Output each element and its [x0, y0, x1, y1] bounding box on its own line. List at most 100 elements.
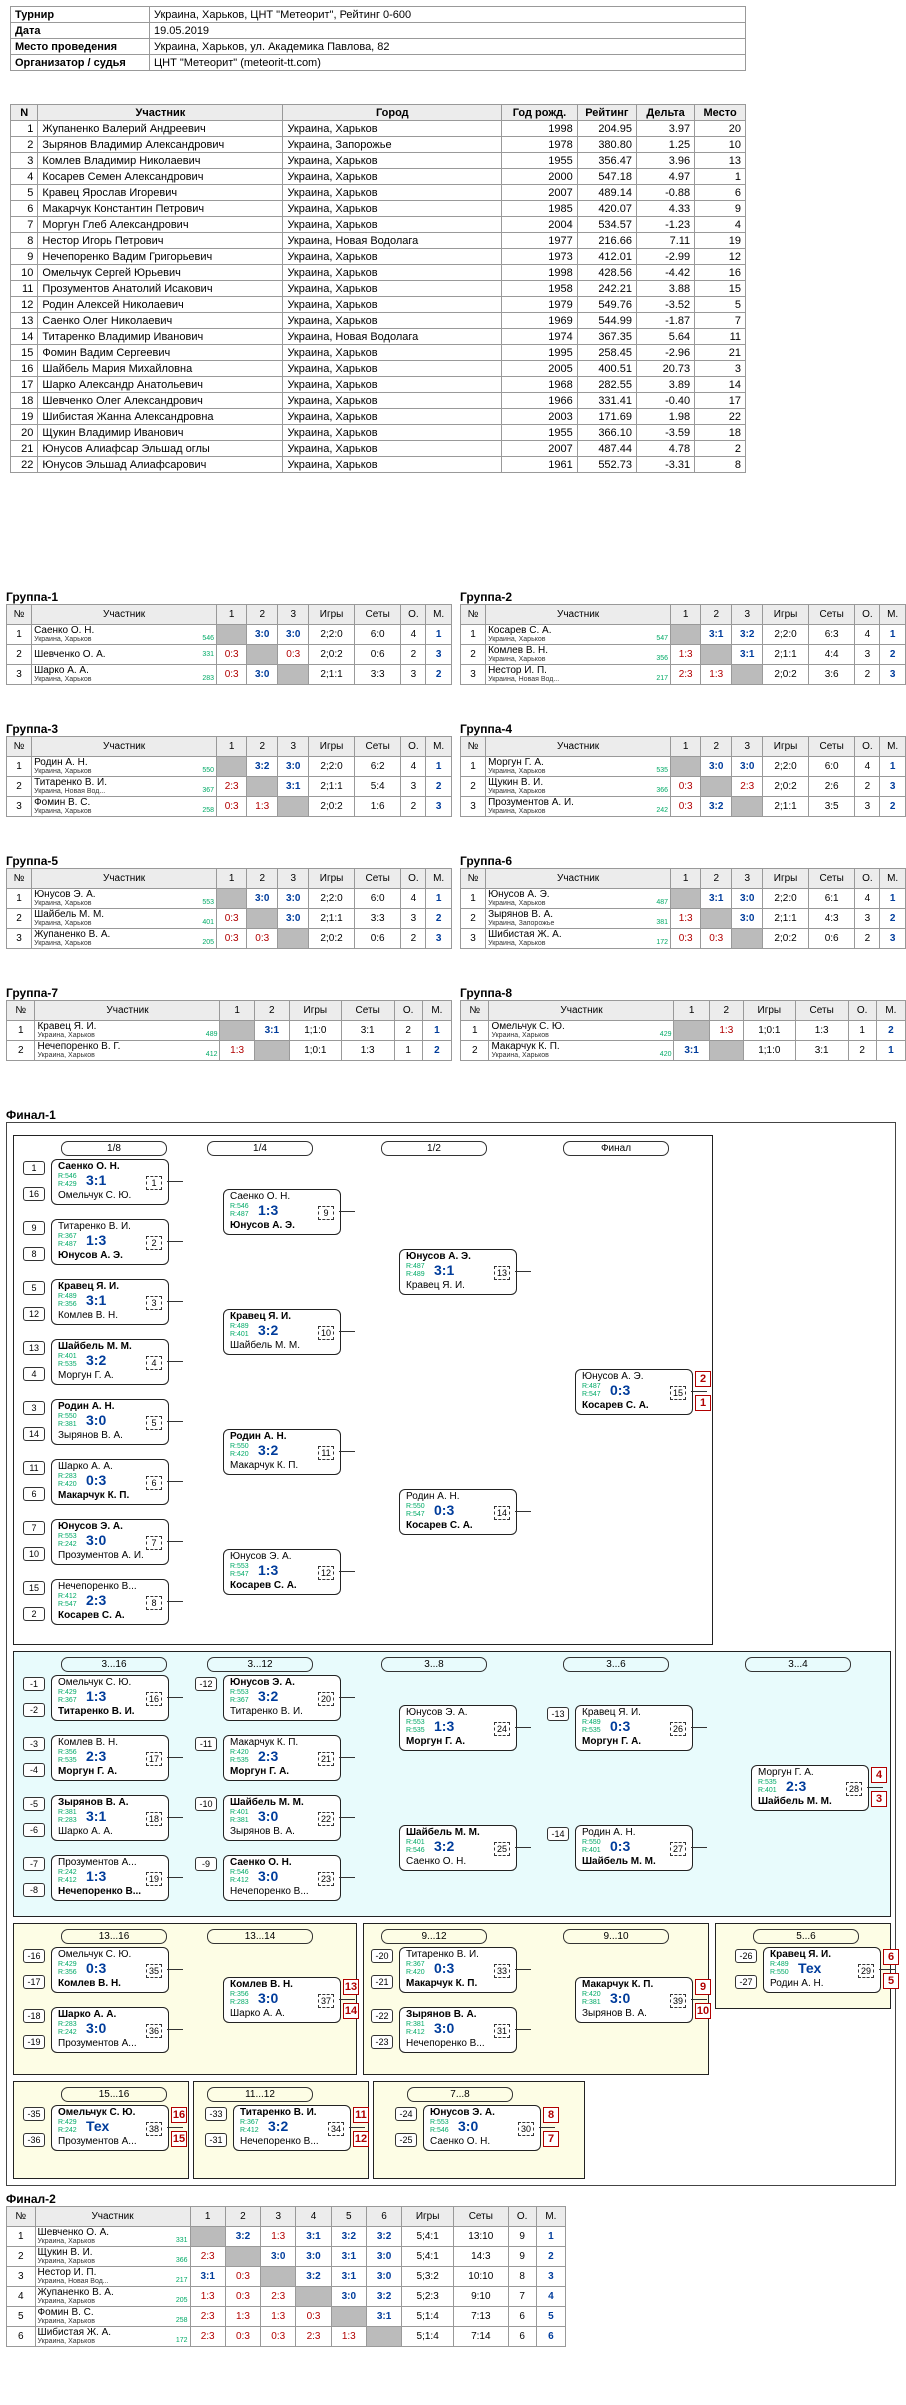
player-name: Макарчук К. П. — [491, 1040, 560, 1052]
group-points: 2 — [400, 796, 427, 817]
group-n: 2 — [5, 644, 33, 665]
match-rating-2: R:401 — [758, 1787, 777, 1794]
seed-2: 2 — [23, 1607, 45, 1621]
group-sets: 5:4 — [353, 776, 402, 797]
group-place: 3 — [879, 928, 906, 949]
player-cell: 1961 — [501, 456, 578, 473]
player-rating: 487 — [656, 898, 669, 906]
match-rating-1: R:546 — [58, 1173, 77, 1180]
score-cell: 2:3 — [295, 2326, 332, 2347]
match-number: 37 — [318, 1994, 334, 2008]
group-header: О. — [854, 868, 881, 889]
group-header: Участник — [31, 736, 218, 757]
player-cell: Украина, Харьков — [282, 424, 503, 441]
player-cell: -0.88 — [635, 184, 696, 201]
final2-games: 5;4:1 — [401, 2226, 455, 2247]
match-score: Тех — [86, 2118, 110, 2134]
group-header: О. — [400, 736, 427, 757]
players-header: Дельта — [635, 104, 696, 121]
player-name: Юнусов А. Э. — [488, 888, 550, 900]
score-cell — [216, 756, 248, 777]
group-n: 3 — [5, 928, 33, 949]
player-rating: 381 — [656, 918, 669, 926]
connector — [339, 1999, 355, 2000]
place-2: 14 — [343, 2003, 359, 2019]
match-number: 12 — [318, 1566, 334, 1580]
info-value: Украина, Харьков, ЦНТ "Метеорит", Рейтин… — [149, 6, 746, 23]
round-label: 3...12 — [207, 1657, 313, 1672]
match-rating-2: R:356 — [58, 1969, 77, 1976]
final2-header: 3 — [260, 2206, 297, 2227]
match-score: 3:1 — [86, 1292, 107, 1308]
score-cell — [673, 1020, 710, 1041]
player-cell: Зырянов Владимир Александрович — [37, 136, 284, 153]
match-player-2: Моргун Г. А. — [58, 1370, 114, 1381]
match-player-2: Комлев В. Н. — [58, 1310, 118, 1321]
match-player-2: Моргун Г. А. — [406, 1736, 466, 1747]
group-title: Группа-5 — [6, 854, 59, 868]
player-city: Украина, Харьков — [34, 767, 92, 775]
player-cell: 1978 — [501, 136, 578, 153]
group-header: 3 — [731, 868, 764, 889]
group-header: Участник — [31, 868, 218, 889]
player-cell: 19 — [694, 232, 746, 249]
group-header: 1 — [670, 604, 702, 625]
match-player-2: Зырянов В. А. — [58, 1430, 123, 1441]
player-cell: -2.99 — [635, 248, 696, 265]
match-player-2: Прозументов А... — [58, 2038, 137, 2049]
match-score: 1:3 — [258, 1562, 279, 1578]
group-games: 1;1:0 — [742, 1040, 796, 1061]
player-cell: 12 — [694, 248, 746, 265]
connector — [691, 1847, 707, 1848]
seed-2: -19 — [23, 2035, 45, 2049]
group-n: 1 — [459, 756, 487, 777]
score-cell — [277, 664, 310, 685]
score-cell: 3:2 — [365, 2226, 403, 2247]
score-cell: 1:3 — [219, 1040, 255, 1061]
group-points: 3 — [854, 644, 881, 665]
round-label: 13...14 — [207, 1929, 313, 1944]
player-cell: 547.18 — [576, 168, 637, 185]
player-cell: -2.96 — [635, 344, 696, 361]
players-header: N — [9, 104, 39, 121]
score-cell — [277, 928, 310, 949]
group-header: О. — [847, 1000, 877, 1021]
player-cell: Прозументов Анатолий Исакович — [37, 280, 284, 297]
match-number: 5 — [146, 1416, 162, 1430]
match-score: 0:3 — [86, 1472, 107, 1488]
score-cell: 3:0 — [731, 756, 764, 777]
group-n: 3 — [5, 664, 33, 685]
match-score: 3:0 — [610, 1990, 631, 2006]
match-player-2: Юнусов А. Э. — [58, 1250, 123, 1261]
seed-2: 4 — [23, 1367, 45, 1381]
group-n: 2 — [459, 644, 487, 665]
final-place-1: 2 — [695, 1371, 711, 1387]
group-games: 2;1:1 — [762, 644, 809, 665]
player-city: Украина, Харьков — [34, 635, 92, 643]
score-cell — [246, 644, 279, 665]
final2-games: 5;3:2 — [401, 2266, 455, 2287]
main-bracket — [13, 1135, 713, 1645]
player-rating: 258 — [175, 2316, 188, 2324]
player-city: Украина, Харьков — [37, 1031, 95, 1039]
match-player-1: Кравец Я. И. — [770, 1949, 831, 1960]
group-header: Участник — [485, 736, 672, 757]
player-cell: 216.66 — [576, 232, 637, 249]
score-cell: 3:0 — [277, 888, 310, 909]
final2-points: 7 — [507, 2286, 537, 2307]
player-cell: 544.99 — [576, 312, 637, 329]
group-header: Игры — [288, 1000, 342, 1021]
group-points: 1 — [847, 1020, 877, 1041]
score-cell: 1:3 — [189, 2286, 226, 2307]
match-score: 3:2 — [268, 2118, 289, 2134]
match-player-1: Зырянов В. А. — [406, 2009, 477, 2020]
